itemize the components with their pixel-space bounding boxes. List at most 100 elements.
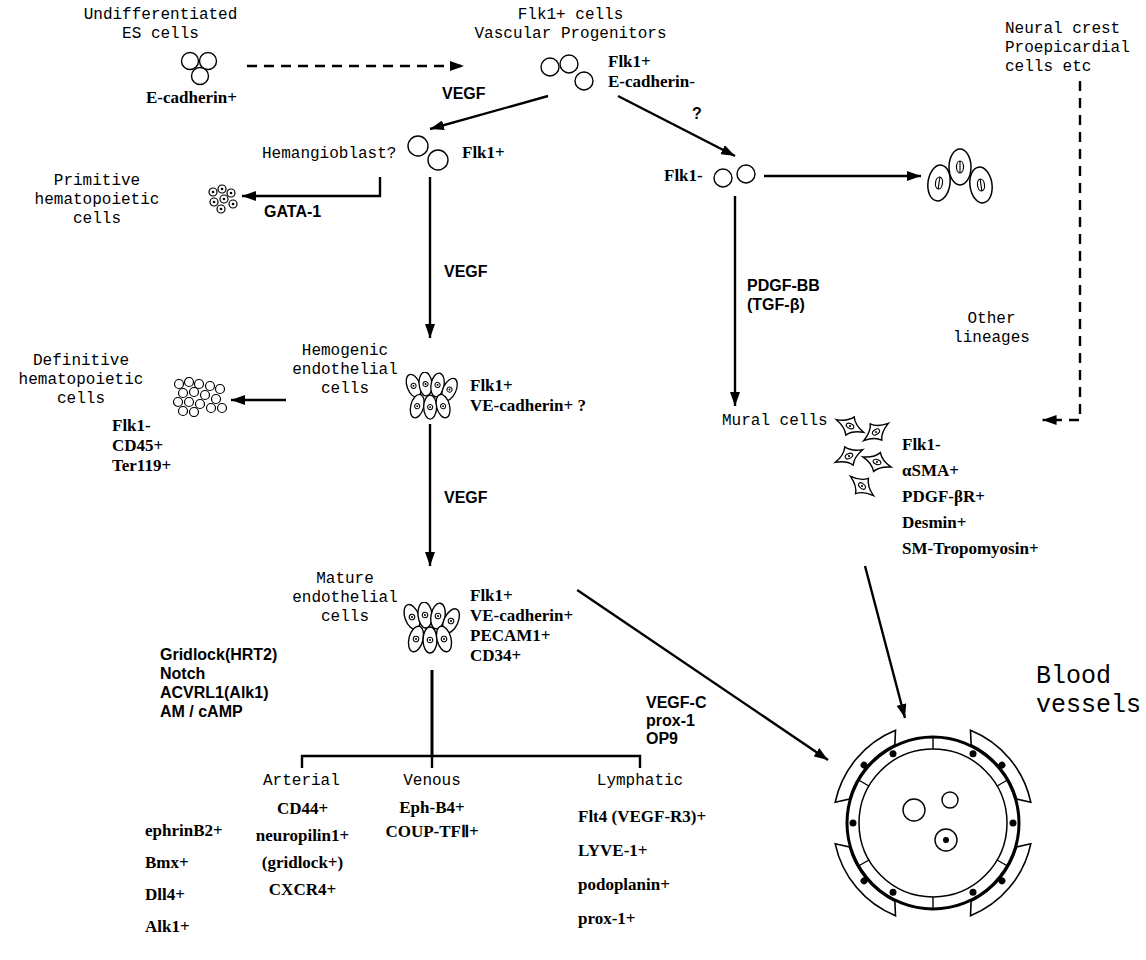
arrow-connector bbox=[432, 670, 640, 768]
factor-label: VEGF bbox=[442, 262, 490, 281]
cell-node: Flk1- bbox=[660, 156, 764, 196]
text-group: Mature endothelial cells bbox=[290, 570, 400, 627]
text-group: Blood vessels bbox=[1036, 662, 1144, 720]
arrow-connector bbox=[247, 65, 464, 67]
cell-label: Hemangioblast? bbox=[262, 145, 396, 164]
factor-label: VEGF bbox=[442, 488, 490, 507]
marker-label: podoplanin+ bbox=[578, 868, 706, 902]
es-cell-icon bbox=[182, 53, 217, 85]
marker-label: Alk1+ bbox=[145, 911, 223, 943]
arrow-connector bbox=[430, 96, 548, 129]
marker-label: αSMA+ bbox=[902, 458, 1039, 484]
marker-label: Flk1- bbox=[902, 432, 1039, 458]
factor-label: PDGF-BB (TGF-β) bbox=[745, 276, 839, 314]
arrow-connector bbox=[865, 566, 905, 718]
cell-node: Other lineages bbox=[921, 141, 1043, 352]
factor-label: ? bbox=[690, 104, 704, 123]
marker-label: PECAM1+ bbox=[470, 626, 573, 646]
cell-label: Definitive hematopoietic cells bbox=[12, 352, 150, 409]
other-lineage-icon bbox=[926, 149, 995, 204]
cell-label: Arterial bbox=[263, 772, 340, 791]
cell-label: Vascular Progenitors bbox=[468, 25, 673, 44]
text-group: Flk1+VE-cadherin+PECAM1+CD34+ bbox=[470, 586, 573, 666]
text-group: Primitive hematopoietic cells bbox=[28, 172, 166, 229]
text-group: Mural cells bbox=[722, 412, 828, 431]
cell-label: Hemogenic endothelial cells bbox=[290, 342, 400, 399]
cell-node: Hemogenic endothelial cellsFlk1+VE-cadhe… bbox=[286, 338, 590, 424]
text-group: Undifferentiated ES cells bbox=[78, 6, 243, 44]
marker-label: VE-cadherin+ ? bbox=[470, 396, 586, 416]
cell-node: Primitive hematopoietic cells bbox=[24, 168, 242, 233]
flk1-negative-cell-icon bbox=[714, 165, 755, 187]
text-group: Flk1+ bbox=[462, 143, 505, 163]
arrow-connector bbox=[429, 424, 431, 566]
cell-label: Other lineages bbox=[944, 310, 1039, 348]
marker-label: Flk1+ bbox=[470, 376, 586, 396]
cell-node: Mature endothelial cells Flk1+VE-cadherin… bbox=[286, 566, 577, 670]
cell-label: Primitive hematopoietic cells bbox=[28, 172, 166, 229]
text-group: Definitive hematopoietic cells bbox=[12, 352, 150, 409]
cell-node: VenousEph-B4+COUP-TFⅡ+ bbox=[373, 768, 491, 848]
marker-label: Eph-B4+ bbox=[377, 796, 487, 820]
factor-label: Gridlock(HRT2) Notch ACVRL1(Alk1) AM / c… bbox=[158, 645, 290, 721]
marker-label: Desmin+ bbox=[902, 510, 1039, 536]
marker-label: (gridlock+) bbox=[245, 849, 360, 876]
cell-label: Blood vessels bbox=[1036, 662, 1144, 720]
arrow-connector bbox=[618, 96, 735, 156]
endothelial-cell-icon bbox=[401, 601, 463, 653]
text-group: Hemogenic endothelial cells bbox=[290, 342, 400, 399]
vessel-drawing bbox=[826, 723, 1039, 923]
cell-node: Flk1+ cellsVascular ProgenitorsFlk1+E-ca… bbox=[464, 2, 699, 96]
cell-node: Mural cellsFlk1-αSMA+PDGF-βR+Desmin+SM-T… bbox=[718, 406, 1043, 566]
cell-label: Lymphatic bbox=[570, 772, 710, 791]
arrow-connector bbox=[231, 399, 286, 401]
text-group: Flk1+E-cadherin- bbox=[608, 52, 695, 92]
arrow-connector bbox=[734, 196, 736, 406]
cell-node: Blood vessels bbox=[828, 718, 1038, 928]
cell-node: Hemangioblast? Flk1+ bbox=[258, 129, 509, 177]
marker-label: Flk1- bbox=[664, 166, 703, 186]
text-group: Lymphatic bbox=[570, 772, 710, 791]
factor-label: GATA-1 bbox=[262, 202, 323, 221]
cell-node: Neural crest Proepicardial cells etc bbox=[1001, 16, 1141, 81]
text-group: Other lineages bbox=[944, 310, 1039, 348]
marker-label: SM-Tropomyosin+ bbox=[902, 536, 1039, 562]
marker-label: Flt4 (VEGF-R3)+ bbox=[578, 800, 706, 834]
cell-node: Undifferentiated ES cellsE-cadherin+ bbox=[74, 2, 247, 112]
arrow-connector bbox=[429, 177, 431, 338]
arrow-connector bbox=[1043, 81, 1080, 420]
marker-label: VE-cadherin+ bbox=[470, 606, 573, 626]
cell-node: Definitive hematopoietic cellsFlk1-CD45+… bbox=[8, 348, 231, 480]
cell-label: Flk1+ cells bbox=[468, 6, 673, 25]
marker-label: Flk1- bbox=[112, 416, 171, 436]
text-group: Flk1-αSMA+PDGF-βR+Desmin+SM-Tropomyosin+ bbox=[902, 432, 1039, 562]
progenitor-cell-icon bbox=[541, 55, 593, 90]
text-group: Flk1+VE-cadherin+ ? bbox=[470, 376, 586, 416]
marker-label: Bmx+ bbox=[145, 847, 223, 879]
definitive-cell-icon bbox=[174, 378, 227, 417]
marker-label: COUP-TFⅡ+ bbox=[377, 820, 487, 844]
marker-label: CD45+ bbox=[112, 436, 171, 456]
text-group: Venous bbox=[377, 772, 487, 791]
text-group: Neural crest Proepicardial cells etc bbox=[1005, 20, 1137, 77]
cell-label: Neural crest Proepicardial cells etc bbox=[1005, 20, 1137, 77]
marker-label: CD44+ bbox=[245, 795, 360, 822]
arrow-connector bbox=[242, 177, 380, 196]
text-group: Flk1+ cellsVascular Progenitors bbox=[468, 6, 673, 44]
cell-node: ArterialCD44+neuropilin1+(gridlock+)CXCR… bbox=[141, 768, 364, 947]
factor-label: VEGF bbox=[440, 84, 488, 103]
arrow-connector bbox=[302, 670, 432, 768]
marker-label: Flk1+ bbox=[462, 143, 505, 163]
text-group: Flk1- bbox=[664, 166, 703, 186]
hemangioblast-icon bbox=[408, 136, 448, 170]
marker-label: E-cadherin- bbox=[608, 72, 695, 92]
text-group: Flk1-CD45+Ter119+ bbox=[112, 416, 171, 476]
cell-label: Undifferentiated ES cells bbox=[78, 6, 243, 44]
cell-node: LymphaticFlt4 (VEGF-R3)+LYVE-1+podoplani… bbox=[566, 768, 714, 940]
marker-label: LYVE-1+ bbox=[578, 834, 706, 868]
